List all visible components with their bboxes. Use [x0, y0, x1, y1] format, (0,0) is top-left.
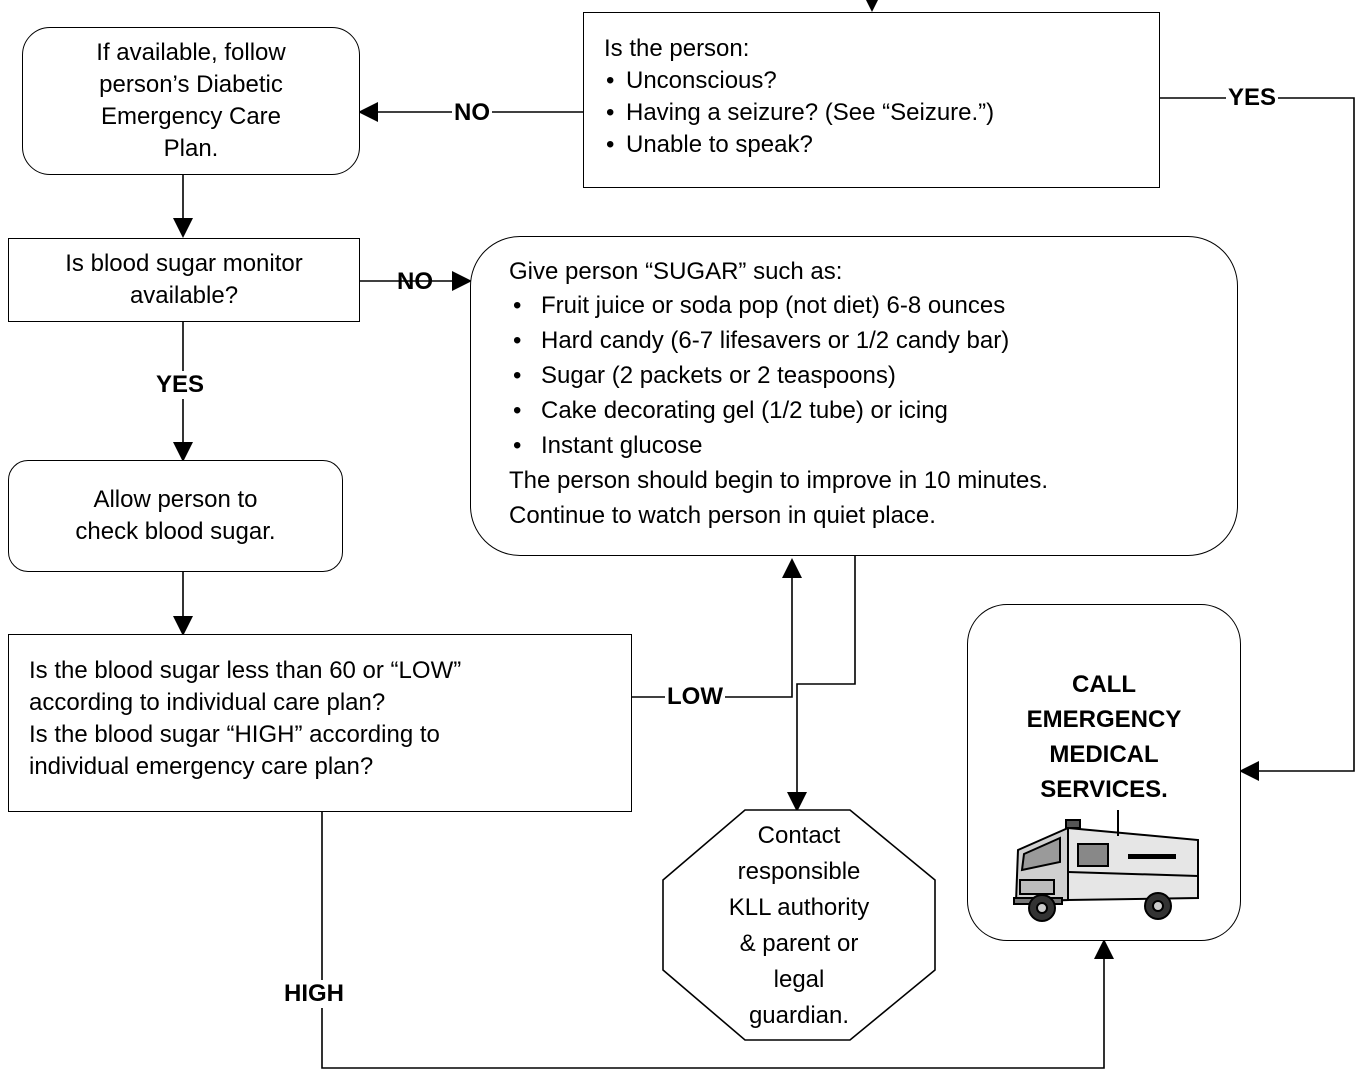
give-sugar-note: The person should begin to improve in 10…	[509, 463, 1237, 533]
text-line: according to individual care plan?	[29, 689, 386, 716]
list-item: Having a seizure? (See “Seizure.”)	[604, 97, 1159, 129]
monitor-question-box: Is blood sugar monitor available?	[8, 238, 360, 322]
text-line: person’s Diabetic	[99, 71, 283, 98]
text-line: legal	[773, 966, 825, 993]
text-line: SERVICES.	[1040, 776, 1168, 803]
text-line: Allow person to	[93, 486, 258, 513]
list-item: Hard candy (6-7 lifesavers or 1/2 candy …	[509, 323, 1237, 358]
level-question-box: Is the blood sugar less than 60 or “LOW”…	[8, 634, 632, 812]
text-line: Is blood sugar monitor	[65, 250, 303, 277]
give-sugar-intro: Give person “SUGAR” such as:	[509, 258, 843, 285]
call-ems-text: CALL EMERGENCY MEDICAL SERVICES.	[968, 667, 1240, 807]
edge-label-yes-ems: YES	[1226, 84, 1279, 112]
text-line: Is the blood sugar less than 60 or “LOW”	[29, 657, 462, 684]
text-line: KLL authority	[728, 894, 870, 921]
list-item: Cake decorating gel (1/2 tube) or icing	[509, 393, 1237, 428]
text-line: check blood sugar.	[75, 518, 276, 545]
call-ems-box: CALL EMERGENCY MEDICAL SERVICES.	[967, 604, 1241, 941]
text-line: EMERGENCY	[1026, 706, 1182, 733]
text-line: Contact	[757, 822, 841, 849]
give-sugar-box: Give person “SUGAR” such as: Fruit juice…	[470, 236, 1238, 556]
text-line: If available, follow	[96, 39, 286, 66]
sugar-options-list: Fruit juice or soda pop (not diet) 6-8 o…	[509, 288, 1237, 463]
text-line: Plan.	[163, 135, 219, 162]
arrow-low-to-sugar	[632, 558, 802, 698]
text-line: The person should begin to improve in 10…	[509, 467, 1048, 494]
text-line: CALL	[1072, 671, 1136, 698]
contact-octagon	[662, 809, 936, 1041]
follow-plan-text: If available, follow person’s Diabetic E…	[96, 37, 285, 165]
contact-authority-text: Contact responsible KLL authority & pare…	[663, 818, 935, 1034]
edge-label-yes-check: YES	[154, 371, 207, 399]
edge-label-low: LOW	[665, 683, 725, 711]
list-item: Instant glucose	[509, 428, 1237, 463]
text-line: individual emergency care plan?	[29, 753, 374, 780]
screen-question-list: Unconscious? Having a seizure? (See “Sei…	[604, 65, 1159, 161]
text-line: & parent or	[739, 930, 859, 957]
list-item: Unconscious?	[604, 65, 1159, 97]
text-line: Continue to watch person in quiet place.	[509, 502, 936, 529]
list-item: Sugar (2 packets or 2 teaspoons)	[509, 358, 1237, 393]
text-line: responsible	[737, 858, 861, 885]
arrow-sugar-to-contact	[787, 556, 856, 812]
text-line: Emergency Care	[100, 103, 282, 130]
screen-question-intro: Is the person:	[604, 35, 750, 62]
text-line: Is the blood sugar “HIGH” according to	[29, 721, 440, 748]
edge-label-no-plan: NO	[452, 99, 492, 127]
monitor-question-text: Is blood sugar monitor available?	[65, 248, 302, 312]
text-line: guardian.	[748, 1002, 850, 1029]
list-item: Fruit juice or soda pop (not diet) 6-8 o…	[509, 288, 1237, 323]
check-sugar-box: Allow person to check blood sugar.	[8, 460, 343, 572]
text-line: available?	[129, 282, 239, 309]
text-line: MEDICAL	[1049, 741, 1159, 768]
check-sugar-text: Allow person to check blood sugar.	[75, 484, 275, 548]
edge-label-no-sugar: NO	[397, 268, 433, 295]
ambulance-icon	[1013, 810, 1199, 922]
screen-question-box: Is the person: Unconscious? Having a sei…	[583, 12, 1160, 188]
follow-plan-box: If available, follow person’s Diabetic E…	[22, 27, 360, 175]
arrow-high-to-ems	[321, 812, 1114, 1069]
list-item: Unable to speak?	[604, 129, 1159, 161]
edge-label-high: HIGH	[282, 980, 346, 1008]
